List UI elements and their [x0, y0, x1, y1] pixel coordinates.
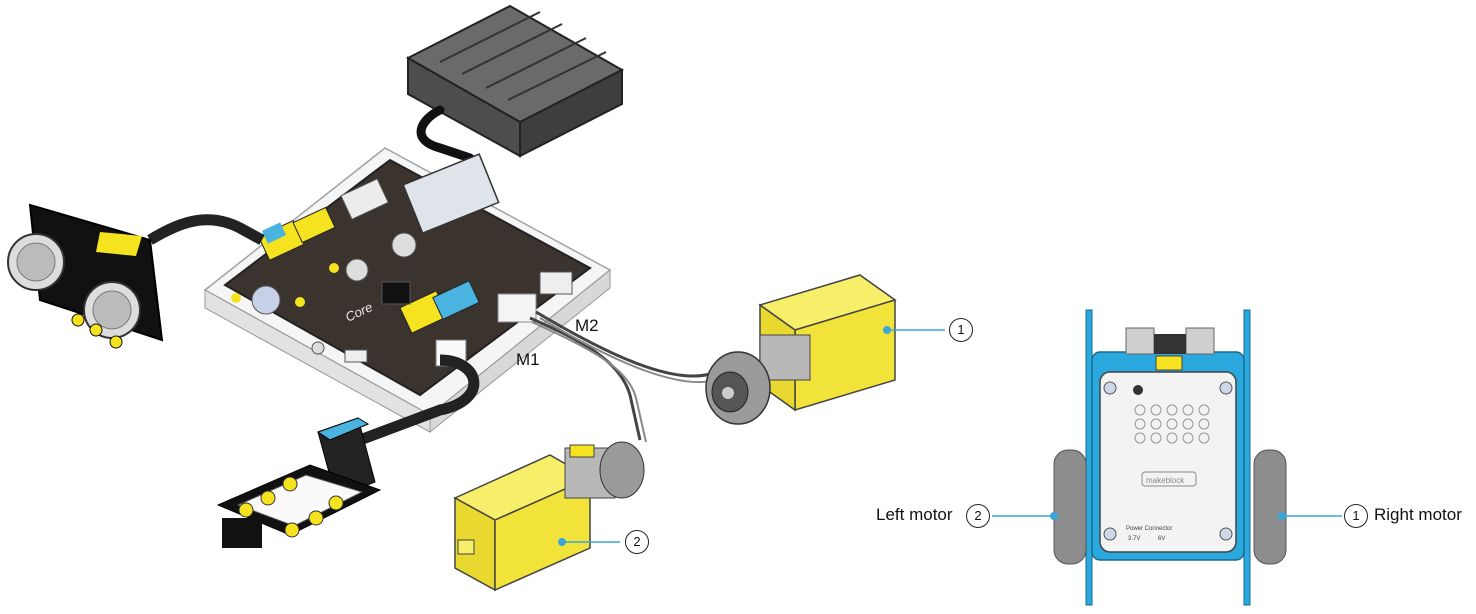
ultrasonic-sensor [7, 203, 164, 349]
battery-holder [405, 4, 625, 158]
left-motor-label: Left motor [876, 505, 953, 524]
chassis-brand-label: makeblock [1146, 476, 1185, 485]
callout-2-motor: 2 [625, 530, 649, 554]
m2-cable-b [539, 317, 727, 384]
line-follower [216, 417, 382, 548]
chassis-power-label: Power Connector [1126, 526, 1172, 532]
callout-1-right: 1 [1344, 504, 1368, 528]
motor-1 [705, 274, 897, 425]
chassis-volt-b: 6V [1158, 536, 1165, 542]
port-m2-label: M2 [575, 316, 599, 335]
port-m1-label: M1 [516, 350, 540, 369]
right-motor-label: Right motor [1374, 505, 1462, 524]
callout-2-left: 2 [966, 504, 990, 528]
line-follower-cable [358, 354, 480, 446]
m1-cable-b [531, 321, 647, 443]
m2-cable [535, 310, 721, 378]
sensor-cable [147, 214, 265, 245]
battery-cable [416, 105, 475, 163]
main-board: Core [203, 147, 612, 434]
chassis-top-view: makeblock Power Connector 3.7V 6V [1053, 309, 1287, 606]
callout-1-motor: 1 [949, 318, 973, 342]
motor-2 [453, 441, 645, 592]
m1-cable [529, 316, 642, 441]
chassis-volt-a: 3.7V [1128, 536, 1140, 542]
